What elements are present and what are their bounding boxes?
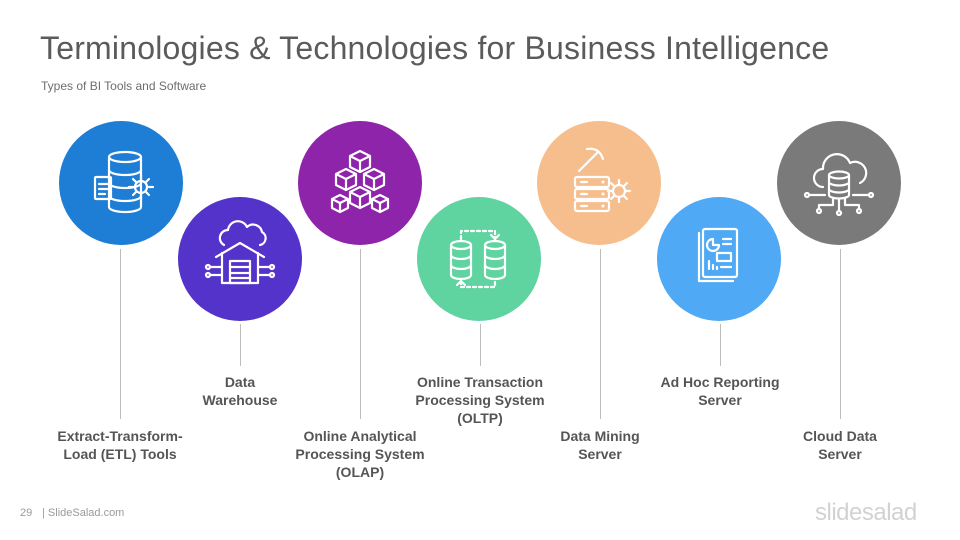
bi-circle-etl [59, 121, 183, 245]
bi-circle-data-warehouse [178, 197, 302, 321]
bi-label-etl: Extract-Transform-Load (ETL) Tools [57, 428, 183, 462]
bi-circle-cloud-data-server [777, 121, 901, 245]
mining-server-icon [573, 147, 632, 213]
cloud-server-icon [803, 153, 875, 217]
database-sync-icon [449, 229, 507, 289]
connector-line [240, 324, 241, 366]
warehouse-cloud-icon [204, 220, 276, 285]
page-number: 29 [20, 507, 33, 519]
connector-line [120, 249, 121, 419]
page-subtitle: Types of BI Tools and Software [41, 79, 207, 93]
slidesalad-logo: slidesalad [815, 499, 917, 526]
page-title: Terminologies & Technologies for Busines… [40, 30, 830, 66]
report-icon [697, 227, 739, 283]
bi-circle-oltp [417, 197, 541, 321]
footer-site-link[interactable]: | SlideSalad.com [42, 507, 125, 519]
database-gear-icon [93, 150, 155, 214]
connector-line [360, 249, 361, 419]
connector-line [840, 249, 841, 419]
bi-circle-data-mining-server [537, 121, 661, 245]
connector-line [480, 324, 481, 366]
connector-line [600, 249, 601, 419]
connector-line [720, 324, 721, 366]
cubes-icon [330, 149, 390, 214]
bi-circle-ad-hoc-reporting [657, 197, 781, 321]
bi-circle-olap [298, 121, 422, 245]
